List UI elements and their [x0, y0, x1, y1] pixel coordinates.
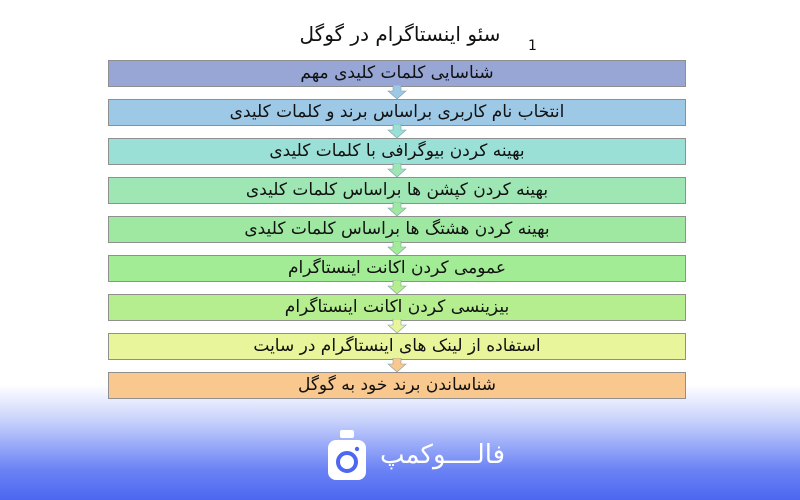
- step-9-box: شناساندن برند خود به گوگل: [108, 372, 686, 399]
- page-number: 1: [528, 38, 537, 54]
- step-3-box: بهینه کردن بیوگرافی با کلمات کلیدی: [108, 138, 686, 165]
- camera-icon: [328, 430, 366, 480]
- arrow-down-icon: [387, 358, 407, 372]
- step-5-box: بهینه کردن هشتگ ها براساس کلمات کلیدی: [108, 216, 686, 243]
- arrow-down-icon: [387, 124, 407, 138]
- arrow-down-icon: [387, 280, 407, 294]
- step-8-box: استفاده از لینک های اینستاگرام در سایت: [108, 333, 686, 360]
- step-4-box: بهینه کردن کپشن ها براساس کلمات کلیدی: [108, 177, 686, 204]
- step-6-box: عمومی کردن اکانت اینستاگرام: [108, 255, 686, 282]
- diagram-title: سئو اینستاگرام در گوگل: [299, 22, 501, 46]
- step-7-box: بیزینسی کردن اکانت اینستاگرام: [108, 294, 686, 321]
- brand-name: فالــــوکمپ: [380, 440, 506, 470]
- brand-logo: فالــــوکمپ: [0, 426, 800, 486]
- arrow-down-icon: [387, 202, 407, 216]
- arrow-down-icon: [387, 163, 407, 177]
- arrow-down-icon: [387, 85, 407, 99]
- step-2-box: انتخاب نام کاربری براساس برند و کلمات کل…: [108, 99, 686, 126]
- step-1-box: شناسایی کلمات کلیدی مهم: [108, 60, 686, 87]
- arrow-down-icon: [387, 241, 407, 255]
- arrow-down-icon: [387, 319, 407, 333]
